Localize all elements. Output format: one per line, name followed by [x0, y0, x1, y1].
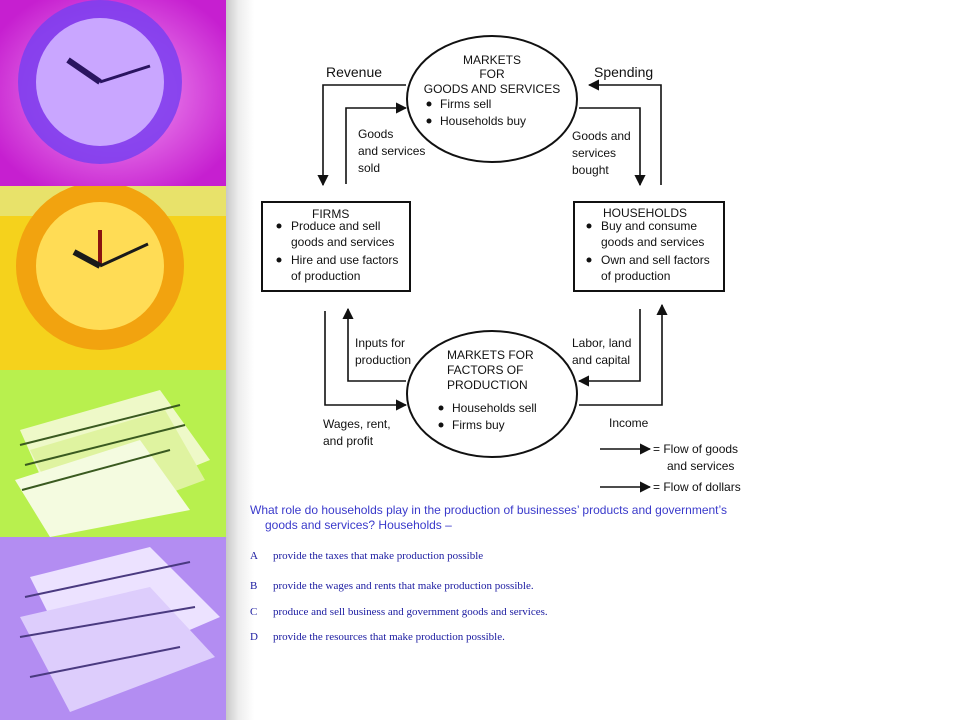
goods-bought-flow-arrow — [579, 107, 646, 187]
inputs-label-2: production — [355, 353, 411, 367]
choice-text: produce and sell business and government… — [273, 606, 548, 618]
choice-text: provide the taxes that make production p… — [273, 550, 484, 562]
goods-sold-label-1: Goods — [358, 127, 393, 141]
goods-sold-label-2: and services — [358, 144, 425, 158]
bottom-market-title-2: FACTORS OF — [447, 363, 523, 377]
goods-bought-label-2: services — [572, 146, 616, 160]
top-market-title-2: FOR — [479, 67, 505, 81]
bullet-icon — [426, 101, 432, 107]
strip-shadow — [226, 0, 254, 720]
bottom-market-title-3: PRODUCTION — [447, 378, 528, 392]
goods-bought-label-3: bought — [572, 163, 609, 177]
bottom-market-bullet-2: Firms buy — [452, 418, 505, 432]
labor-label-2: and capital — [572, 353, 630, 367]
circular-flow-diagram: MARKETS FOR GOODS AND SERVICES Firms sel… — [256, 24, 760, 494]
households-bullet-1-line-1: Buy and consume — [601, 219, 697, 233]
revenue-flow-arrow — [317, 84, 406, 187]
firms-bullet-2-line-2: of production — [291, 269, 360, 283]
goods-bought-label-1: Goods and — [572, 129, 631, 143]
factors-of-production-market: MARKETS FOR FACTORS OF PRODUCTION Househ… — [406, 330, 578, 458]
firms-bullet-1-line-1: Produce and sell — [291, 219, 380, 233]
bullet-icon — [438, 422, 444, 428]
firms-box: FIRMS Produce and sell goods and service… — [261, 201, 411, 292]
diagram-legend: = Flow of goods and services = Flow of d… — [600, 442, 741, 494]
choice-letter: C — [250, 606, 258, 618]
bullet-icon — [586, 223, 592, 229]
bullet-icon — [276, 257, 282, 263]
question-line-1: What role do households play in the prod… — [250, 503, 727, 517]
firms-title: FIRMS — [312, 207, 349, 221]
green-papers-photo — [0, 370, 226, 537]
bullet-icon — [438, 405, 444, 411]
revenue-label: Revenue — [326, 64, 382, 80]
households-bullet-1-line-2: goods and services — [601, 235, 704, 249]
top-market-title-1: MARKETS — [463, 53, 521, 67]
choice-letter: B — [250, 580, 258, 592]
top-market-bullet-2: Households buy — [440, 114, 526, 128]
income-label: Income — [609, 416, 649, 430]
orange-clock-photo — [0, 186, 226, 370]
inputs-flow-arrow — [342, 307, 406, 382]
bullet-icon — [426, 118, 432, 124]
income-flow-arrow — [579, 303, 668, 406]
households-bullet-2-line-2: of production — [601, 269, 670, 283]
households-box: HOUSEHOLDS Buy and consume goods and ser… — [573, 201, 725, 292]
legend-goods-label-1: = Flow of goods — [653, 442, 738, 456]
top-market-bullet-1: Firms sell — [440, 97, 491, 111]
lilac-papers-photo — [0, 537, 226, 720]
bullet-icon — [276, 223, 282, 229]
households-title: HOUSEHOLDS — [603, 206, 687, 220]
inputs-label-1: Inputs for — [355, 336, 405, 350]
top-market-title-3: GOODS AND SERVICES — [424, 82, 560, 96]
legend-goods-label-2: and services — [667, 459, 734, 473]
question-line-2: goods and services? Households – — [265, 518, 452, 532]
wages-flow-arrow — [324, 311, 408, 411]
bullet-icon — [586, 257, 592, 263]
choice-text: provide the resources that make producti… — [273, 631, 505, 643]
labor-label-1: Labor, land — [572, 336, 631, 350]
bottom-market-title-1: MARKETS FOR — [447, 348, 534, 362]
spending-label: Spending — [594, 64, 653, 80]
goods-sold-flow-arrow — [345, 102, 408, 184]
legend-dollars-label: = Flow of dollars — [653, 480, 741, 494]
bottom-market-bullet-1: Households sell — [452, 401, 537, 415]
goods-and-services-market: MARKETS FOR GOODS AND SERVICES Firms sel… — [406, 35, 578, 163]
choice-letter: A — [250, 550, 258, 562]
decorative-photo-strip — [0, 0, 226, 720]
choice-letter: D — [250, 631, 258, 643]
spending-flow-arrow — [587, 79, 662, 185]
goods-sold-label-3: sold — [358, 161, 380, 175]
firms-bullet-2-line-1: Hire and use factors — [291, 253, 398, 267]
wages-label-1: Wages, rent, — [323, 417, 391, 431]
households-bullet-2-line-1: Own and sell factors — [601, 253, 710, 267]
labor-flow-arrow — [577, 309, 641, 387]
purple-clock-photo — [0, 0, 226, 186]
wages-label-2: and profit — [323, 434, 374, 448]
firms-bullet-1-line-2: goods and services — [291, 235, 394, 249]
choice-text: provide the wages and rents that make pr… — [273, 580, 534, 592]
question-text: What role do households play in the prod… — [250, 503, 810, 533]
